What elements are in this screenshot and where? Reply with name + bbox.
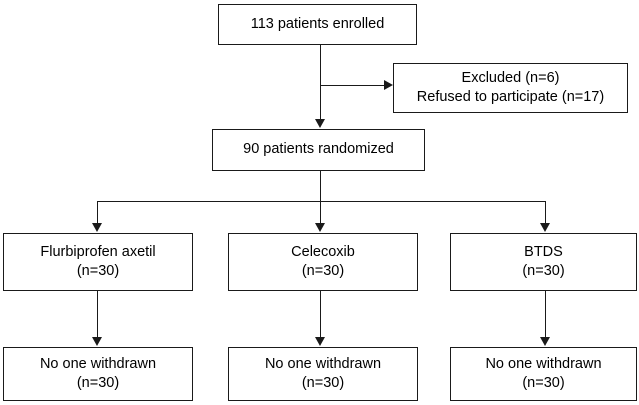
node-arm-flurbiprofen-axetil-line-1: Flurbiprofen axetil xyxy=(40,243,156,260)
arrowhead-bus-to-arm-right xyxy=(540,223,550,232)
connector-arm-right-to-outcome-right xyxy=(545,291,546,338)
node-arm-celecoxib-line-2: (n=30) xyxy=(301,263,345,279)
node-arm-btds-line-2: (n=30) xyxy=(522,263,565,279)
arrowhead-arm-right-to-outcome-right xyxy=(540,337,550,346)
arrowhead-arm-left-to-outcome-left xyxy=(92,337,102,346)
connector-allocation-bus xyxy=(97,201,546,202)
node-arm-btds-line-1: BTDS xyxy=(524,243,563,260)
node-excluded: Excluded (n=6) Refused to participate (n… xyxy=(393,63,628,113)
arrowhead-arm-middle-to-outcome-middle xyxy=(315,337,325,346)
node-excluded-line-2: Refused to participate (n=17) xyxy=(416,89,605,105)
connector-randomized-to-bus xyxy=(320,171,321,202)
node-outcome-btds: No one withdrawn (n=30) xyxy=(450,347,637,401)
node-outcome-flurbiprofen-axetil-line-2: (n=30) xyxy=(76,375,120,391)
node-outcome-flurbiprofen-axetil: No one withdrawn (n=30) xyxy=(3,347,193,401)
node-patients-randomized-line-1: 90 patients randomized xyxy=(243,141,394,158)
connector-bus-to-arm-left xyxy=(97,201,98,224)
connector-enrolled-to-randomized xyxy=(320,45,321,120)
connector-enrolled-to-excluded xyxy=(320,85,385,86)
connector-arm-middle-to-outcome-middle xyxy=(320,291,321,338)
node-outcome-celecoxib-line-1: No one withdrawn xyxy=(264,355,382,372)
node-arm-btds: BTDS (n=30) xyxy=(450,233,637,291)
node-patients-enrolled-line-1: 113 patients enrolled xyxy=(250,15,385,32)
node-outcome-celecoxib-line-2: (n=30) xyxy=(301,375,345,391)
node-arm-celecoxib: Celecoxib (n=30) xyxy=(228,233,418,291)
node-arm-celecoxib-line-1: Celecoxib xyxy=(291,243,355,260)
arrowhead-bus-to-arm-left xyxy=(92,223,102,232)
connector-bus-to-arm-middle xyxy=(320,201,321,224)
connector-bus-to-arm-right xyxy=(545,201,546,224)
node-excluded-line-1: Excluded (n=6) xyxy=(461,69,560,86)
arrowhead-enrolled-to-randomized xyxy=(315,119,325,128)
arrowhead-enrolled-to-excluded xyxy=(384,80,393,90)
node-patients-randomized: 90 patients randomized xyxy=(212,129,425,171)
node-arm-flurbiprofen-axetil: Flurbiprofen axetil (n=30) xyxy=(3,233,193,291)
node-outcome-flurbiprofen-axetil-line-1: No one withdrawn xyxy=(39,355,157,372)
node-patients-enrolled: 113 patients enrolled xyxy=(218,4,417,45)
arrowhead-bus-to-arm-middle xyxy=(315,223,325,232)
node-outcome-btds-line-2: (n=30) xyxy=(522,375,565,391)
node-outcome-btds-line-1: No one withdrawn xyxy=(485,355,602,372)
connector-arm-left-to-outcome-left xyxy=(97,291,98,338)
node-outcome-celecoxib: No one withdrawn (n=30) xyxy=(228,347,418,401)
node-arm-flurbiprofen-axetil-line-2: (n=30) xyxy=(76,263,120,279)
